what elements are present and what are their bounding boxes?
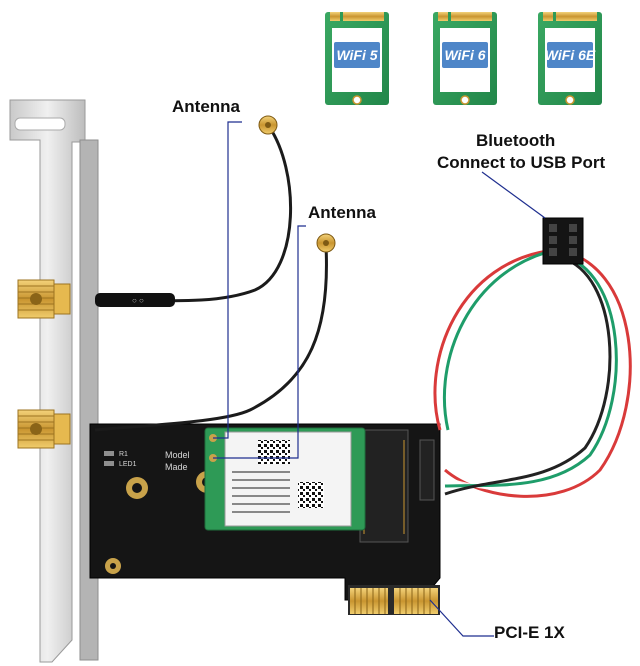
module-label-wifi6e: WiFi 6E: [545, 47, 596, 63]
pcie-label: PCI-E 1X: [494, 623, 565, 642]
antenna-label-middle: Antenna: [308, 203, 376, 222]
ipex-connector-2: [316, 233, 336, 253]
module-wifi6: WiFi 6: [433, 12, 497, 105]
bluetooth-usb-label: Connect to USB Port: [437, 153, 606, 172]
svg-text:○ ○: ○ ○: [132, 296, 144, 305]
antenna-cables: [94, 124, 328, 432]
module-label-wifi5: WiFi 5: [336, 47, 377, 63]
bluetooth-label: Bluetooth: [476, 131, 556, 150]
usb-header-connector: [542, 217, 584, 265]
cable-sleeve-top: ○ ○: [95, 293, 175, 307]
pcie-gold-fingers: [348, 585, 440, 615]
module-wifi6e: WiFi 6E: [538, 12, 602, 105]
board-text-r1: R1: [119, 451, 128, 458]
bluetooth-cable: [433, 248, 632, 498]
board-text-made: Made: [165, 462, 188, 472]
metal-bracket: [9, 99, 99, 663]
board-text-model: Model: [165, 450, 190, 460]
module-label-wifi6: WiFi 6: [444, 47, 485, 63]
board-text-led1: LED1: [119, 461, 137, 468]
module-wifi5: WiFi 5: [325, 12, 389, 105]
sma-connector-top: [17, 279, 71, 319]
installed-wifi-card: [204, 427, 366, 531]
sma-connector-bottom: [17, 409, 71, 449]
ipex-connector-1: [258, 115, 278, 135]
antenna-label-top: Antenna: [172, 97, 240, 116]
callout-lines: [213, 121, 546, 637]
